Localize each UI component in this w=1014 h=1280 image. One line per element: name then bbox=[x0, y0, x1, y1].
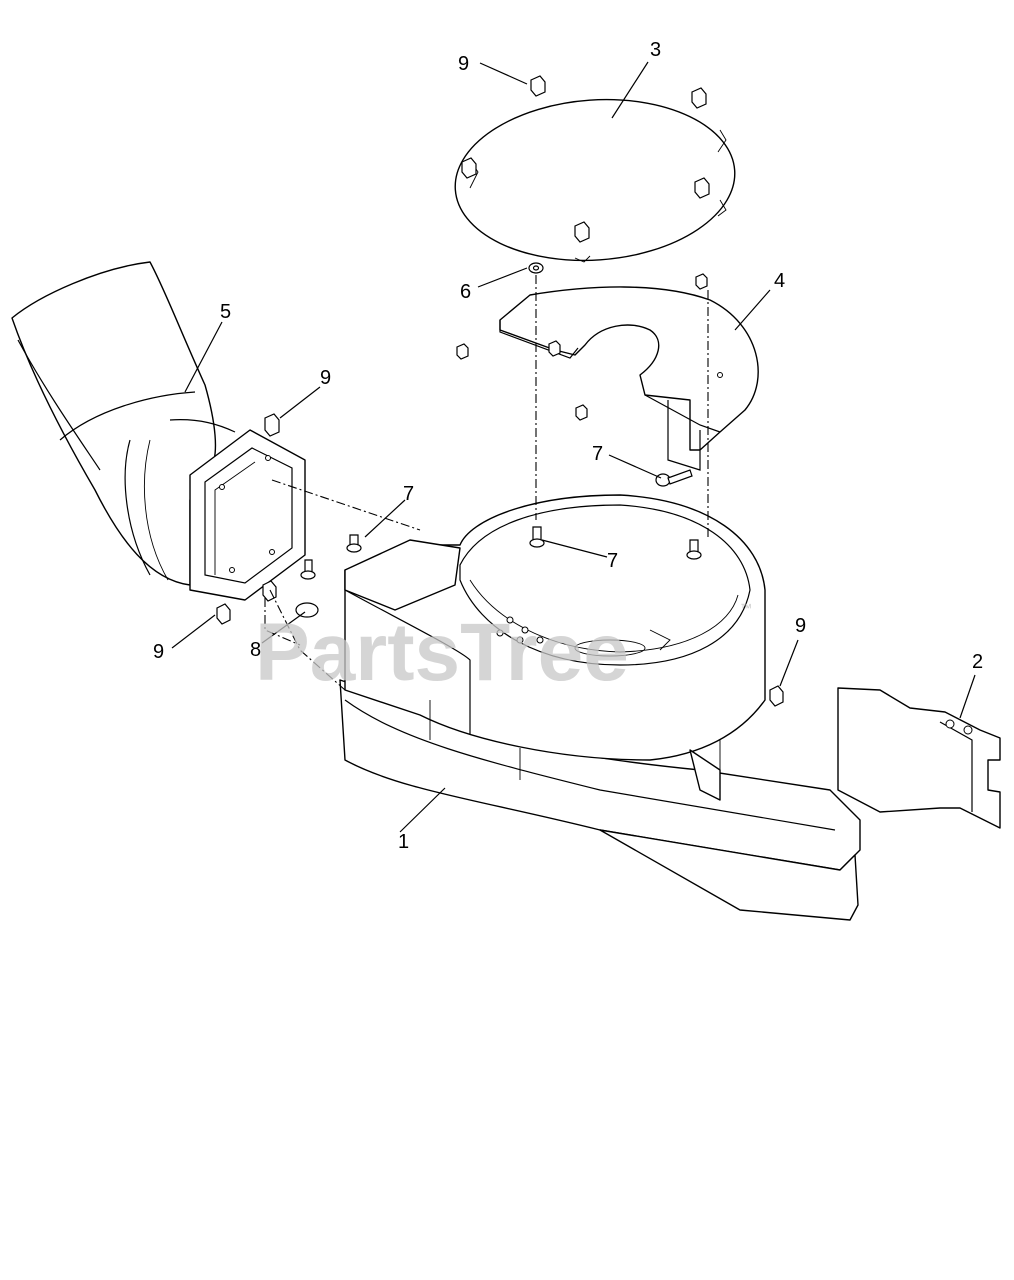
callout-9-collar-top: 9 bbox=[320, 367, 331, 389]
chute-adapter-collar bbox=[189, 429, 306, 601]
leader-lines bbox=[171, 61, 976, 833]
blower-housing-part-1 bbox=[339, 494, 861, 921]
callout-9-collar-bottom: 9 bbox=[153, 641, 164, 663]
callout-2: 2 bbox=[972, 651, 983, 673]
callout-labels: 1 2 3 4 5 6 7 7 7 8 9 9 9 9 bbox=[153, 39, 983, 853]
callout-5: 5 bbox=[220, 301, 231, 323]
callout-9-housing: 9 bbox=[795, 615, 806, 637]
callout-4: 4 bbox=[774, 270, 785, 292]
callout-6: 6 bbox=[460, 281, 471, 303]
bracket-part-2 bbox=[837, 687, 1001, 829]
discharge-chute-part-5 bbox=[11, 261, 236, 586]
callout-8: 8 bbox=[250, 639, 261, 661]
assembly-lines bbox=[264, 275, 709, 691]
callout-1: 1 bbox=[398, 831, 409, 853]
hardware bbox=[216, 75, 784, 707]
callout-9-cover: 9 bbox=[458, 53, 469, 75]
callout-7-baffle: 7 bbox=[592, 443, 603, 465]
cover-plate-part-3 bbox=[454, 98, 736, 263]
callout-7-housing: 7 bbox=[607, 550, 618, 572]
watermark-trademark: ™ bbox=[740, 601, 752, 615]
watermark-text: PartsTree bbox=[255, 607, 629, 698]
watermark-logo: PartsTree ™ bbox=[255, 601, 752, 698]
baffle-plate-part-4 bbox=[499, 286, 759, 471]
callout-3: 3 bbox=[650, 39, 661, 61]
callout-7-collar: 7 bbox=[403, 483, 414, 505]
